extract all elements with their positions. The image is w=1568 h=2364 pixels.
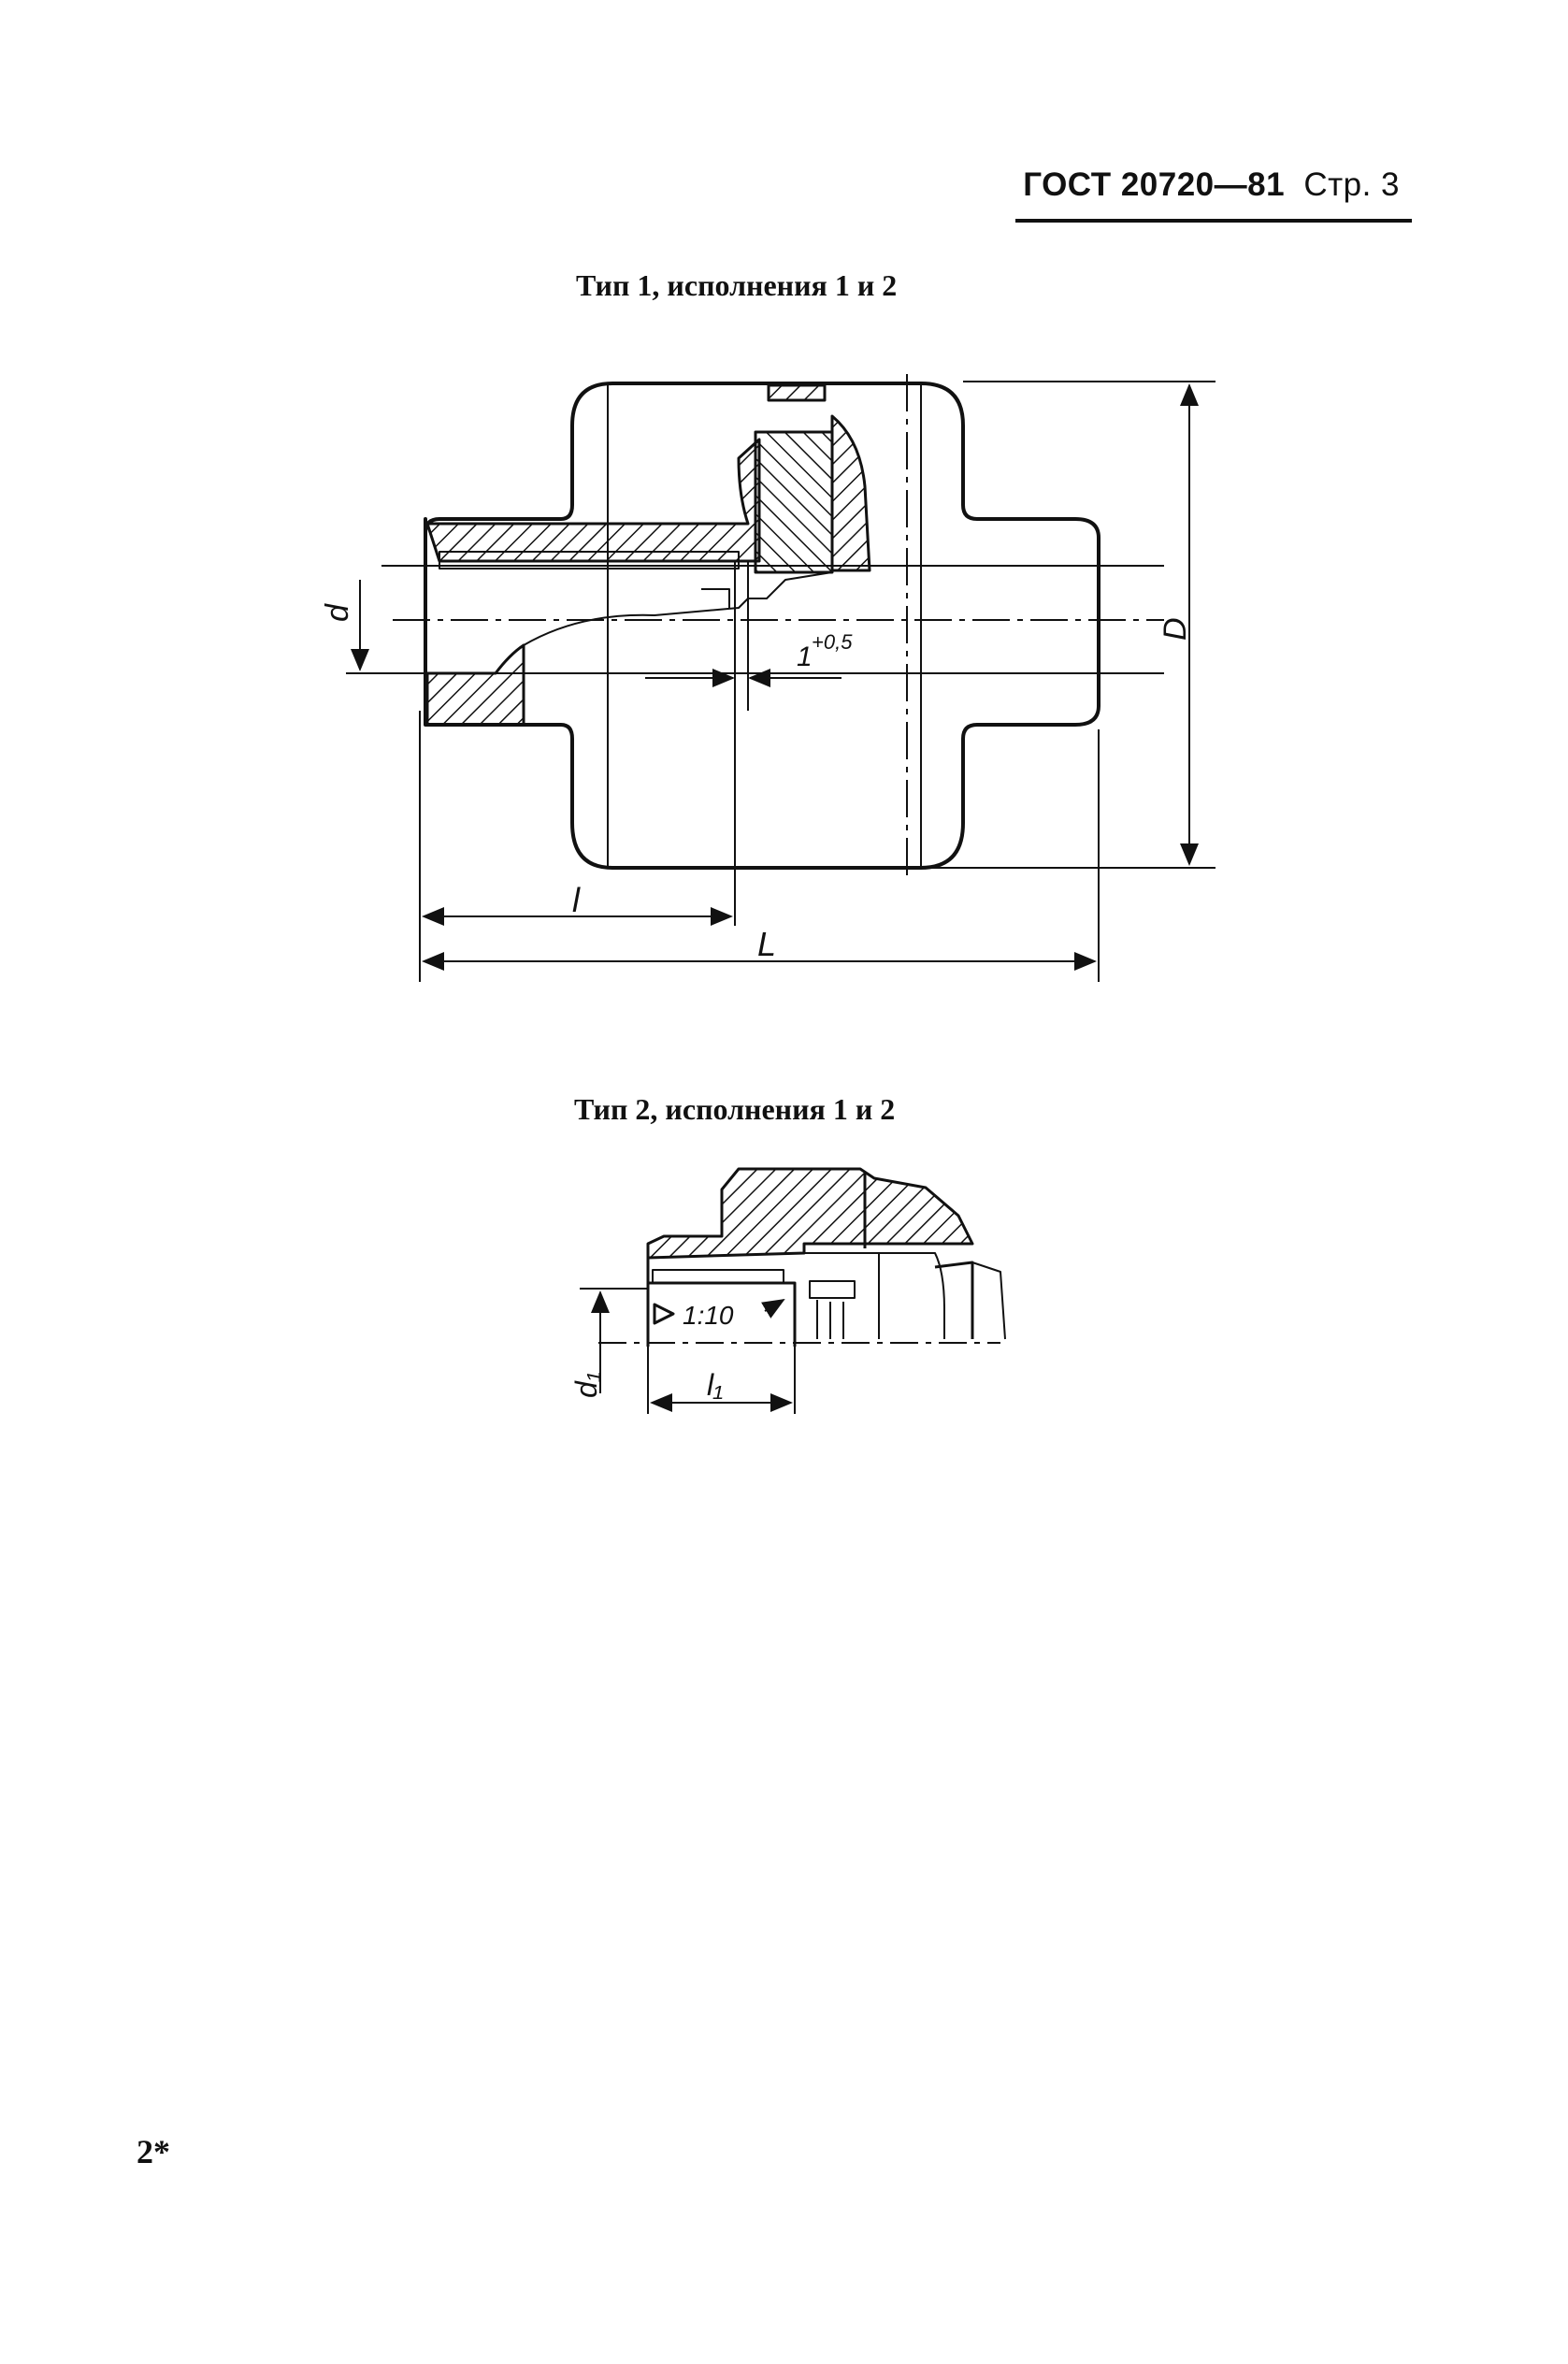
figure2-caption: Тип 2, исполнения 1 и 2: [574, 1092, 896, 1126]
figure2-drawing: [580, 1167, 1006, 1414]
header-rule: [1015, 219, 1412, 223]
ring-section: [754, 430, 834, 574]
label-tolerance-sup: +0,5: [812, 630, 853, 654]
hub-section: [646, 1167, 974, 1260]
label-d1: d₁: [569, 1372, 603, 1398]
label-L: L: [757, 925, 776, 963]
label-d: d: [320, 603, 355, 622]
page-header: ГОСТ 20720—81 Стр. 3: [1023, 166, 1400, 204]
page-number: Стр. 3: [1303, 166, 1400, 203]
coupling-outline: [424, 382, 1100, 870]
label-taper: 1:10: [683, 1301, 734, 1330]
label-tolerance: 1: [797, 641, 813, 672]
label-l1: l₁: [707, 1368, 723, 1402]
label-l: l: [572, 881, 581, 919]
label-D: D: [1158, 617, 1193, 641]
sleeve-section: [425, 438, 761, 563]
figure1-caption: Тип 1, исполнения 1 и 2: [576, 268, 898, 302]
figure1-drawing: [346, 374, 1216, 982]
standard-number: ГОСТ 20720—81: [1023, 166, 1286, 203]
taper-triangle: [653, 1303, 675, 1325]
sleeve-bore-lower: [425, 643, 525, 727]
page-signature-mark: 2*: [137, 2133, 170, 2170]
